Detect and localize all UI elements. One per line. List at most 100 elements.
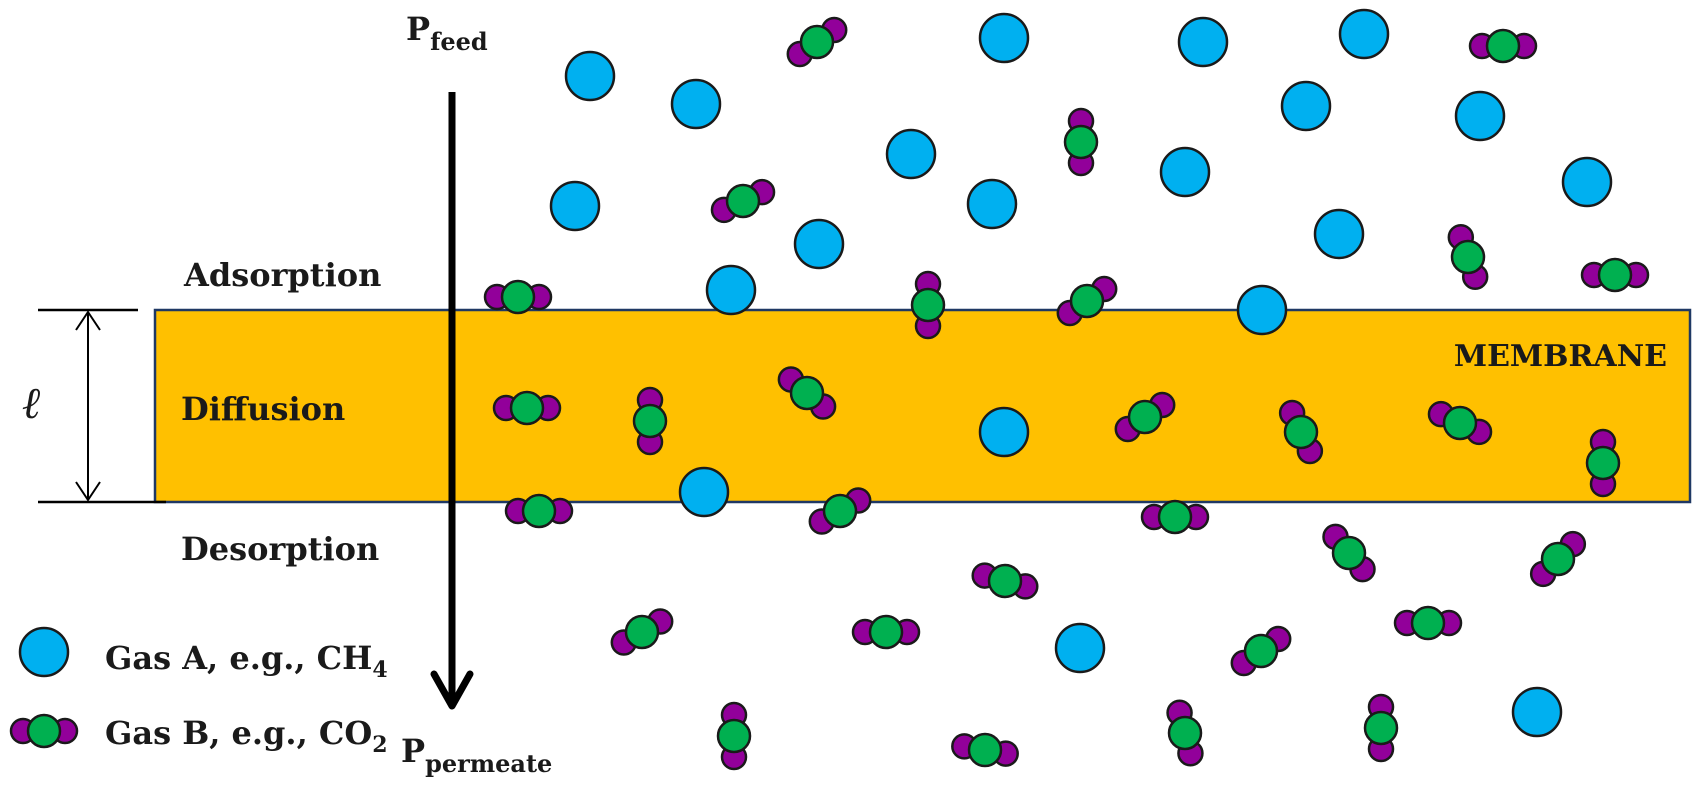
gas-b-molecule — [1529, 530, 1587, 588]
thickness-dimension — [38, 308, 166, 504]
gas-a-molecule — [1159, 146, 1211, 198]
carbon-atom — [509, 390, 545, 426]
p-feed-label: Pfeed — [406, 10, 488, 56]
gas-b-molecule — [504, 493, 574, 529]
carbon-atom — [1167, 715, 1203, 751]
carbon-atom — [1363, 710, 1399, 746]
gas-b-molecule — [1140, 499, 1210, 535]
pressure-arrow — [430, 92, 474, 710]
gas-b-molecule — [1056, 275, 1118, 327]
gas-b-molecule — [1114, 391, 1176, 443]
gas-b-molecule — [1322, 523, 1376, 583]
carbon-atom — [1063, 124, 1099, 160]
adsorption-label: Adsorption — [183, 256, 381, 294]
gas-a-molecule — [978, 406, 1030, 458]
legend-gas-a-label: Gas A, e.g., CH4 — [105, 639, 388, 683]
carbon-atom — [1157, 499, 1193, 535]
gas-b-molecule — [483, 279, 553, 315]
thickness-symbol: ℓ — [23, 378, 42, 429]
gas-b-molecule — [610, 608, 674, 656]
p-permeate-main: P — [401, 732, 425, 770]
carbon-atom — [1485, 28, 1521, 64]
gas-a-molecule — [1054, 622, 1106, 674]
gas-b-molecule — [1278, 399, 1324, 465]
gas-a-molecule — [1280, 80, 1332, 132]
gas-b-molecule — [910, 270, 946, 340]
carbon-atom — [500, 279, 536, 315]
gas-b-molecule — [971, 562, 1039, 600]
carbon-atom — [1410, 605, 1446, 641]
gas-b-molecule — [710, 178, 776, 224]
gas-a-molecule — [1338, 8, 1390, 60]
gas-b-molecule — [1230, 625, 1292, 677]
carbon-atom — [632, 403, 668, 439]
gas-a-molecule — [1561, 156, 1613, 208]
gas-b-molecule — [716, 701, 752, 771]
gas-b-molecule — [1363, 693, 1399, 763]
gas-a-molecule — [1313, 208, 1365, 260]
carbon-atom — [1127, 399, 1163, 435]
legend: Gas A, e.g., CH4 Gas B, e.g., CO2 — [9, 626, 388, 758]
desorption-label: Desorption — [181, 530, 379, 568]
carbon-atom — [624, 614, 660, 650]
carbon-atom — [967, 732, 1003, 768]
p-permeate-sub: permeate — [425, 749, 552, 778]
legend-gas-b-main: Gas B, e.g., CO — [105, 714, 372, 752]
gas-b-molecule — [492, 390, 562, 426]
carbon-atom — [910, 287, 946, 323]
legend-gas-a-main: Gas A, e.g., CH — [105, 639, 372, 677]
carbon-atom — [799, 24, 835, 60]
gas-a-molecule — [564, 50, 616, 102]
legend-gas-b-sub: 2 — [372, 732, 387, 758]
membrane-label: MEMBRANE — [1454, 339, 1667, 374]
carbon-atom — [1069, 283, 1105, 319]
gas-a-molecule — [885, 128, 937, 180]
gas-b-molecule — [1580, 257, 1650, 293]
gas-a-molecule — [1511, 686, 1563, 738]
gas-b-molecule — [9, 713, 79, 749]
gas-b-molecule — [1447, 224, 1489, 290]
carbon-atom — [1442, 405, 1478, 441]
carbon-atom — [716, 718, 752, 754]
p-permeate-label: Ppermeate — [401, 732, 552, 778]
legend-gas-a-sub: 4 — [372, 657, 387, 683]
carbon-atom — [987, 563, 1023, 599]
gas-a-molecule — [705, 264, 757, 316]
gas-b-molecule — [851, 614, 921, 650]
gas-b-molecule — [1468, 28, 1538, 64]
gas-a-molecule — [670, 78, 722, 130]
gas-a-molecule — [1454, 90, 1506, 142]
gas-b-molecule — [632, 386, 668, 456]
carbon-atom — [1450, 239, 1486, 275]
gas-a-molecule — [1236, 284, 1288, 336]
carbon-atom — [868, 614, 904, 650]
gas-a-molecule — [678, 466, 730, 518]
gas-a-molecule — [978, 12, 1030, 64]
gas-b-molecule — [808, 487, 872, 535]
carbon-atom — [789, 375, 825, 411]
p-feed-sub: feed — [430, 27, 488, 56]
carbon-atom — [1540, 541, 1576, 577]
p-feed-main: P — [406, 10, 430, 48]
gas-a-molecule — [549, 180, 601, 232]
gas-b-molecule — [951, 732, 1019, 768]
gas-b-molecule — [1166, 699, 1204, 767]
gas-b-molecule — [786, 16, 848, 68]
gas-b-molecule — [1393, 605, 1463, 641]
carbon-atom — [1243, 633, 1279, 669]
carbon-atom — [1585, 445, 1621, 481]
carbon-atom — [26, 713, 62, 749]
carbon-atom — [1331, 535, 1367, 571]
gas-a-molecule — [966, 178, 1018, 230]
diffusion-label: Diffusion — [181, 390, 345, 428]
legend-gas-a-swatch — [18, 626, 70, 678]
gas-b-molecule — [1427, 400, 1493, 446]
carbon-atom — [822, 493, 858, 529]
carbon-atom — [725, 183, 761, 219]
legend-gas-b-label: Gas B, e.g., CO2 — [105, 714, 388, 758]
legend-gas-b-swatch — [9, 713, 79, 749]
gas-b-molecule — [1585, 428, 1621, 498]
gas-a-molecule — [1177, 16, 1229, 68]
